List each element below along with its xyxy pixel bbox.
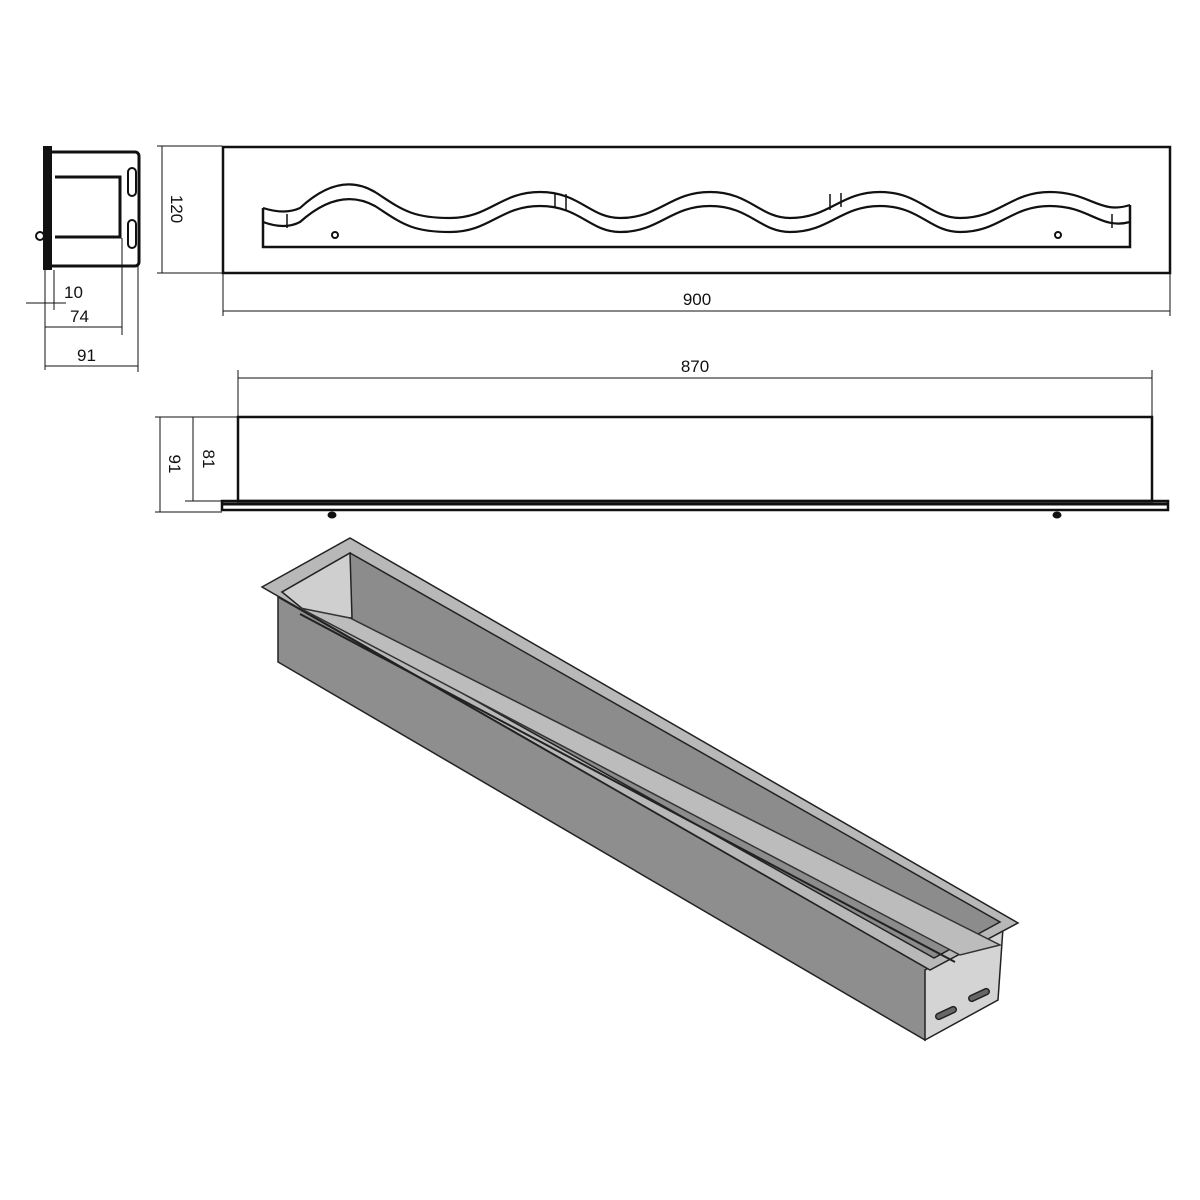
flange-plate	[43, 146, 52, 270]
wave-lower	[262, 198, 1131, 234]
top-view	[221, 145, 1172, 316]
foot-left	[327, 511, 337, 519]
front-view	[155, 370, 1170, 519]
mounting-hole-right	[1054, 231, 1062, 239]
dim-line-120	[157, 145, 222, 274]
dim-body-depth: 74	[70, 307, 89, 326]
slot-lower	[127, 219, 137, 249]
knob	[35, 231, 45, 241]
dim-length-top: 900	[683, 290, 711, 309]
side-view	[26, 146, 141, 372]
dim-body-length: 870	[681, 357, 709, 376]
side-body-outline	[52, 150, 141, 268]
wave-upper	[262, 183, 1131, 220]
dim-flange-thickness: 10	[64, 283, 83, 302]
dim-total-height-front: 91	[165, 455, 184, 474]
front-body	[236, 415, 1154, 503]
top-outer-frame	[221, 145, 1172, 275]
iso-inner-rail	[299, 607, 1003, 956]
slot-upper	[127, 167, 137, 197]
dim-body-height: 81	[199, 450, 218, 469]
foot-right	[1052, 511, 1062, 519]
iso-inner-endwall	[280, 551, 353, 619]
inner-plate	[261, 205, 1132, 249]
iso-slot-1	[934, 1005, 958, 1021]
iso-slot-2	[967, 987, 991, 1003]
dim-height-top: 120	[167, 195, 186, 223]
isometric-view	[260, 537, 1020, 1042]
dim-total-depth-side: 91	[77, 346, 96, 365]
mounting-hole-left	[331, 231, 339, 239]
side-inner-box	[55, 175, 122, 239]
